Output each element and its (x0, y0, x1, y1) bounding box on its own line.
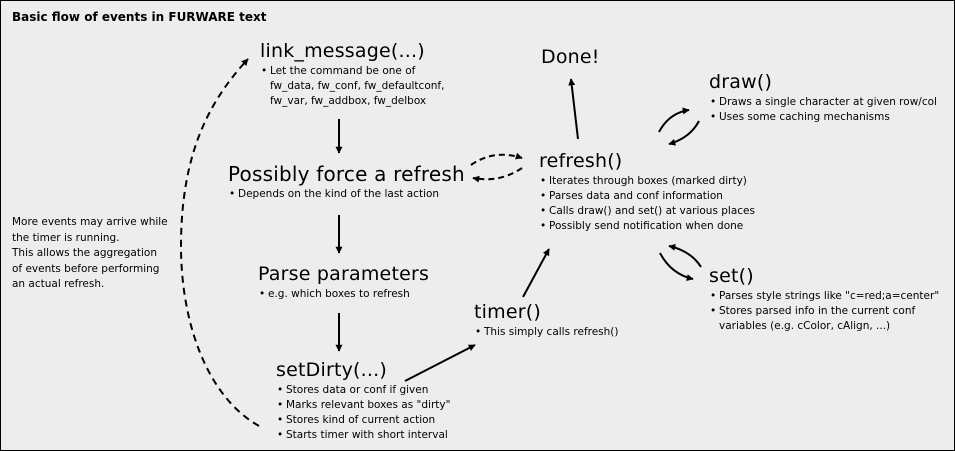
node-heading: timer() (474, 301, 541, 323)
bullet-continuation: variables (e.g. cColor, cAlign, ...) (719, 320, 891, 332)
node-bullets: Iterates through boxes (marked dirty) Pa… (539, 174, 755, 234)
bullet-item: Stores parsed info in the current conf (709, 304, 939, 319)
diagram-title: Basic flow of events in FURWARE text (12, 10, 267, 24)
bullet-item: e.g. which boxes to refresh (258, 287, 429, 302)
bullet-item: This simply calls refresh() (474, 325, 619, 340)
node-heading: draw() (709, 71, 773, 93)
side-note-line: an actual refresh. (12, 278, 105, 290)
side-note-line: the timer is running. (12, 231, 120, 244)
arrow-force-to-refresh-dashed (470, 152, 523, 166)
node-heading: Parse parameters (258, 263, 430, 285)
node-heading: Done! (541, 46, 600, 68)
node-heading: Possibly force a refresh (228, 162, 465, 186)
bullet-continuation: fw_var, fw_addbox, fw_delbox (270, 95, 427, 107)
arrow-timer-to-refresh (522, 248, 550, 298)
node-bullets: Draws a single character at given row/co… (709, 95, 937, 125)
node-heading: setDirty(...) (276, 359, 387, 381)
node-set: set() Parses style strings like "c=red;a… (709, 264, 939, 334)
node-done: Done! (541, 45, 600, 69)
arrow-setdirty-to-timer (404, 344, 476, 382)
arrow-refresh-to-done (568, 78, 579, 140)
bullet-item: Let the command be one of (260, 64, 444, 79)
node-heading: refresh() (539, 150, 623, 172)
node-refresh: refresh() Iterates through boxes (marked… (539, 149, 755, 234)
side-note: More events may arrive while the timer i… (12, 215, 168, 293)
bullet-item: Calls draw() and set() at various places (539, 204, 755, 219)
side-note-line: This allows the aggregation (12, 247, 157, 259)
bullet-item: Stores kind of current action (276, 413, 450, 428)
bullet-item: Stores data or conf if given (276, 383, 450, 398)
bullet-item: Possibly send notification when done (539, 219, 755, 234)
node-bullets: This simply calls refresh() (474, 325, 619, 340)
bullet-item: Draws a single character at given row/co… (709, 95, 937, 110)
node-bullets: e.g. which boxes to refresh (258, 287, 429, 302)
node-heading: link_message(...) (260, 40, 425, 62)
node-heading: set() (709, 265, 754, 287)
bullet-item: Marks relevant boxes as "dirty" (276, 398, 450, 413)
bullet-item: Parses style strings like "c=red;a=cente… (709, 289, 939, 304)
node-draw: draw() Draws a single character at given… (709, 70, 937, 125)
node-bullets: Let the command be one of fw_data, fw_co… (260, 64, 444, 109)
node-force-refresh: Possibly force a refresh Depends on the … (228, 162, 465, 202)
node-timer: timer() This simply calls refresh() (474, 300, 619, 340)
node-parse-parameters: Parse parameters e.g. which boxes to ref… (258, 262, 429, 302)
side-note-line: More events may arrive while (12, 216, 168, 228)
arrow-loop-dashed (179, 58, 260, 427)
arrow-set-to-refresh (668, 243, 702, 268)
side-note-line: of events before performing (12, 262, 160, 275)
bullet-item: Parses data and conf information (539, 189, 755, 204)
arrow-refresh-to-force-dashed (472, 167, 523, 183)
node-bullets: Parses style strings like "c=red;a=cente… (709, 289, 939, 334)
bullet-item: Depends on the kind of the last action (228, 187, 465, 202)
arrow-refresh-to-draw (658, 107, 690, 133)
node-bullets: Depends on the kind of the last action (228, 187, 465, 202)
bullet-item: Iterates through boxes (marked dirty) (539, 174, 755, 189)
arrow-draw-to-refresh (668, 120, 700, 146)
arrow-refresh-to-set (659, 252, 694, 282)
node-set-dirty: setDirty(...) Stores data or conf if giv… (276, 358, 450, 443)
bullet-item: Uses some caching mechanisms (709, 110, 937, 125)
node-bullets: Stores data or conf if given Marks relev… (276, 383, 450, 443)
bullet-item: Starts timer with short interval (276, 428, 450, 443)
node-link-message: link_message(...) Let the command be one… (260, 39, 444, 109)
bullet-continuation: fw_data, fw_conf, fw_defaultconf, (270, 80, 445, 92)
